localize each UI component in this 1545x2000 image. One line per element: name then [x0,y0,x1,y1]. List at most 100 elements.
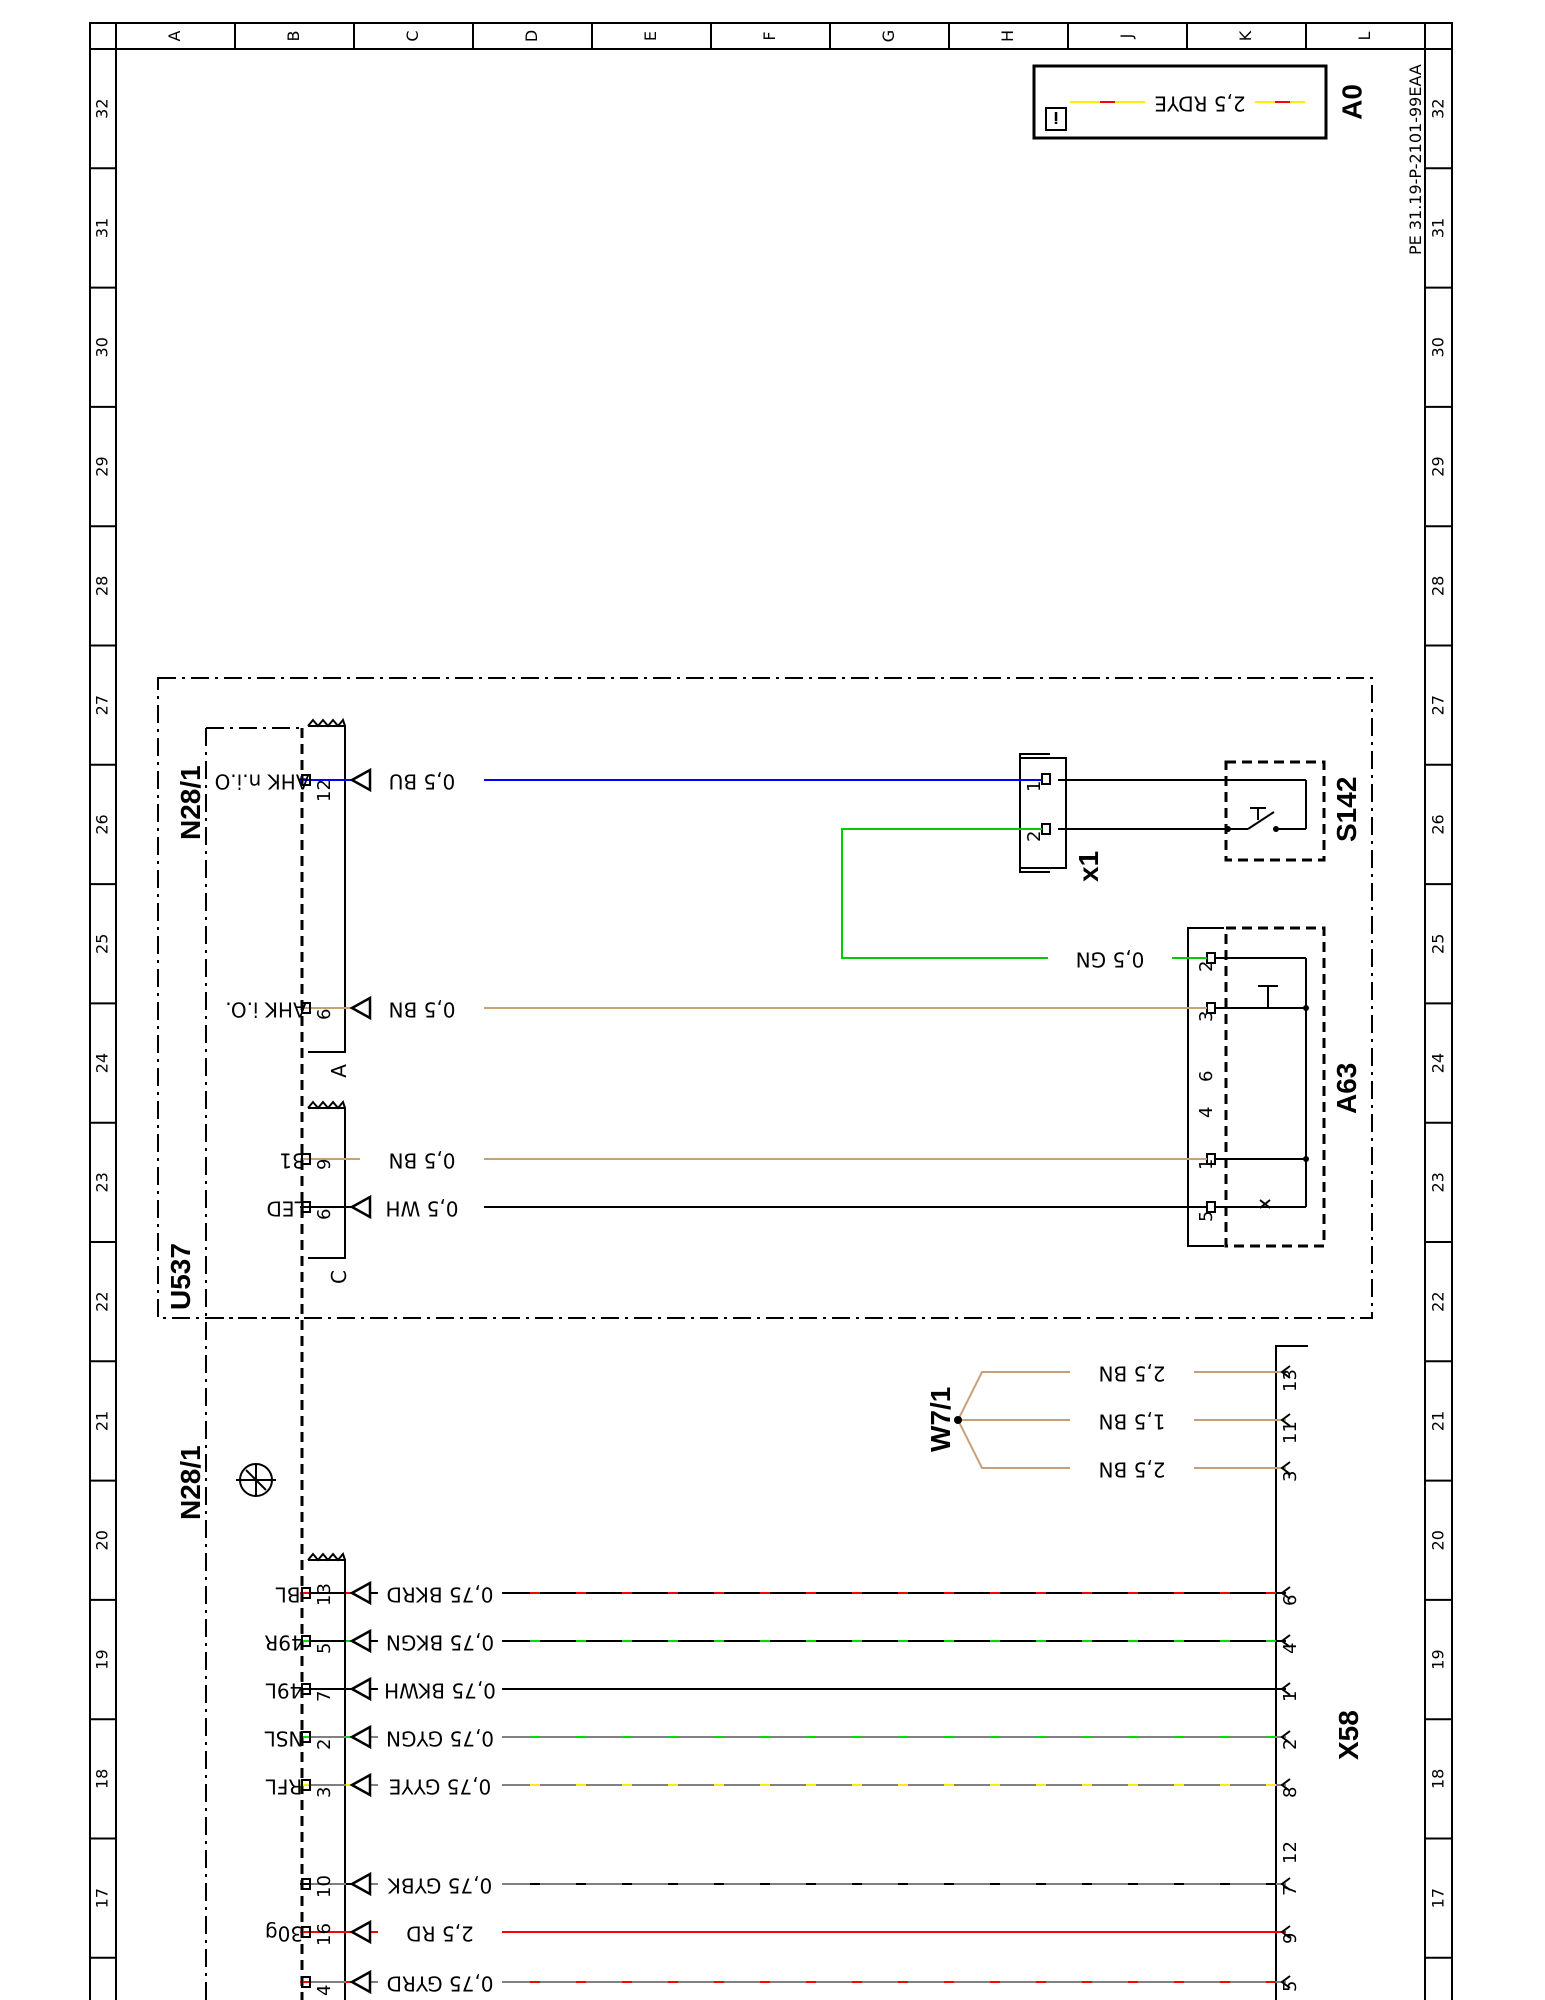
x58-pin-11: 11 [1280,1421,1301,1444]
row-label: 32 [93,98,112,118]
row-label: 23 [1429,1172,1448,1192]
x58-pin-4: 4 [1280,1643,1301,1654]
a63-pin-4: 4 [1196,1107,1217,1118]
label-x1: x1 [1073,851,1104,882]
label-n28-1-top: N28/1 [175,765,206,840]
column-label: B [284,31,303,42]
wire-w_gyye: 0,75 GYYE [300,1772,1291,1799]
column-label: C [403,30,422,41]
row-label: 25 [93,934,112,954]
n28-1-connector-bodies [307,717,346,2000]
n28-pin-10: 10 [314,1875,335,1898]
n28-pin-4: 4 [314,1985,335,1996]
row-label: 28 [1429,576,1448,596]
w7-1-marker [954,1416,962,1424]
signal-ahk-i-o: AHK i.O. [225,998,306,1022]
wire-label: 0,75 GYRD [387,1972,494,1996]
wire-w_gygn: 0,75 GYGN [300,1724,1291,1751]
signal-31: 31 [279,1149,304,1173]
wire-label: 0,75 BKWH [384,1679,496,1703]
x58-pin-1: 1 [1280,1691,1301,1702]
row-label: 19 [1429,1649,1448,1669]
wire-label: 2,5 RD [406,1922,473,1946]
row-label: 26 [1429,814,1448,834]
row-label: 17 [1429,1888,1448,1908]
x58-pin-9: 9 [1280,1933,1301,1944]
n28-pin-16: 16 [314,1923,335,1946]
row-label: 22 [1429,1291,1448,1311]
wire-w_bn_24: 0,5 BN [300,995,1207,1022]
wire-label: 0,75 GYBK [387,1874,492,1898]
row-label: 30 [93,337,112,357]
signal-49r: 49R [264,1631,303,1655]
wire-w_rd: 2,5 RD [300,1919,1291,1946]
x58-pin-6: 6 [1280,1595,1301,1606]
wire-label: 2,5 BN [1099,1458,1166,1482]
signal-led: LED [266,1197,305,1221]
column-label: K [1236,30,1255,41]
wire-label: 0,75 GYYE [389,1775,491,1799]
legend-ref: A0 [1336,84,1367,120]
row-label: 20 [93,1530,112,1550]
column-label: G [879,30,898,42]
row-label: 23 [93,1172,112,1192]
row-label: 24 [93,1053,112,1073]
wire-w_bkrd: 0,75 BKRD [300,1580,1291,1607]
x1-pin-2: 2 [1024,831,1045,842]
row-label: 18 [93,1769,112,1789]
s142-switch [1058,760,1326,862]
a63-pin-1: 1 [1196,1159,1217,1170]
wire-label: 1,5 BN [1099,1410,1166,1434]
document-id: PE 31.19-P-2101-99EAA [1406,64,1425,255]
a63-pin-6: 6 [1196,1071,1217,1082]
column-label: E [641,31,660,41]
wire-label: 0,5 WH [386,1197,459,1221]
wire-w_bu: 0,5 BU [300,767,1042,794]
wire-label: 2,5 BN [1099,1362,1166,1386]
row-label: 17 [93,1888,112,1908]
row-label: 31 [93,218,112,238]
a63-pin-2: 2 [1196,961,1217,972]
label-x58: X58 [1333,1710,1364,1760]
pin-numbers: 12 6 9 6 1 2 2 3 6 4 1 5 13 11 3 6 4 1 2… [314,779,1301,1996]
x58-pin-7: 7 [1280,1885,1301,1896]
wire-w_gybk: 0,75 GYBK [300,1871,1291,1898]
wire-w_gn: 0,5 GN [841,828,1207,972]
signal-nsl: NSL [264,1727,304,1751]
row-label: 31 [1429,218,1448,238]
n28-pin-5: 5 [314,1643,335,1654]
x58-pin-5: 5 [1280,1981,1301,1992]
column-label: J [1117,34,1136,40]
x58-pin-12: 12 [1280,1841,1301,1864]
row-label: 22 [93,1291,112,1311]
row-label: 21 [1429,1411,1448,1431]
row-label: 27 [1429,695,1448,715]
u537-outline [157,677,1373,1319]
signal-30g: 30g [265,1922,303,1946]
wire-w_gyrd: 0,75 GYRD [300,1969,1291,1996]
x58-pin-8: 8 [1280,1787,1301,1798]
row-label: 29 [1429,456,1448,476]
pin-12: 12 [314,779,335,802]
row-label: 24 [1429,1053,1448,1073]
column-label: H [998,30,1017,42]
signal-rfl: RFL [265,1775,302,1799]
column-label: L [1355,31,1374,40]
row-label: 28 [93,576,112,596]
column-label: D [522,30,541,42]
wire-w_bkwh: 0,75 BKWH [300,1676,1291,1703]
label-n28-1-bottom: N28/1 [175,1445,206,1520]
connector-a-label: A [327,1064,351,1078]
a63-module [1187,926,1326,1248]
label-u537: U537 [165,1243,196,1310]
pin-6-a: 6 [314,1009,335,1020]
wire-label: 0,5 BN [389,998,456,1022]
wire-w_25bn_b: 2,5 BN [1070,1456,1291,1482]
sheet-frame [89,22,1453,2000]
row-label: 25 [1429,934,1448,954]
a63-pin-3: 3 [1196,1011,1217,1022]
row-label: 30 [1429,337,1448,357]
